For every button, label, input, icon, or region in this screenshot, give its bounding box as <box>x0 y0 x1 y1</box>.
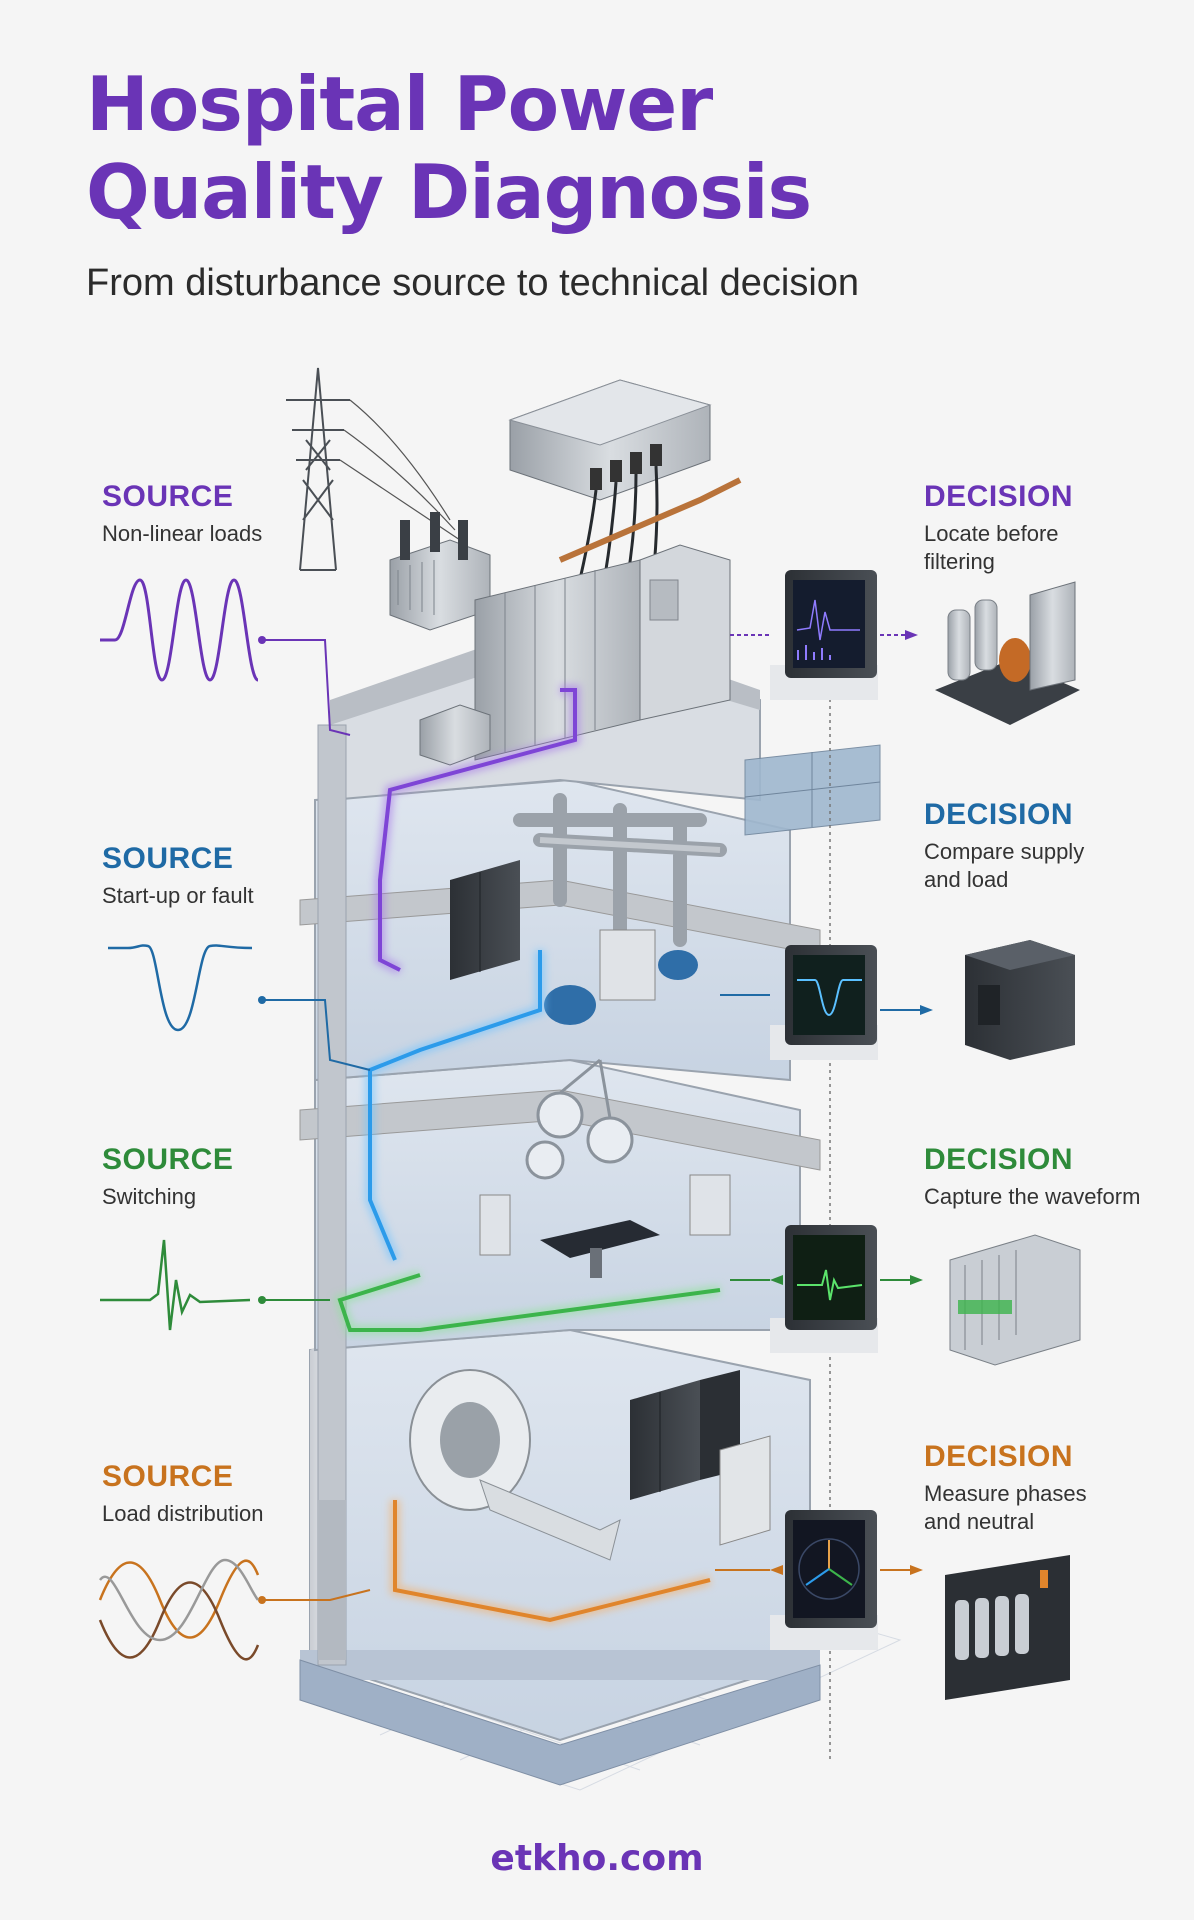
decision-label: DECISION <box>924 480 1074 513</box>
pump-room-equipment <box>450 793 727 1025</box>
decision-description: Capture the waveform <box>924 1184 1141 1209</box>
transformer-icon <box>389 512 491 631</box>
source-block-2: SOURCE Start-up or fault <box>102 842 254 910</box>
power-path-blue <box>365 950 545 1262</box>
source-block-1: SOURCE Non-linear loads <box>102 480 262 548</box>
power-path-green <box>333 1270 721 1335</box>
source-description: Non-linear loads <box>102 521 263 546</box>
decision-label: DECISION <box>924 798 1074 831</box>
page-title: Hospital Power Quality Diagnosis <box>86 60 812 236</box>
connector-source-4 <box>262 1589 371 1601</box>
surge-protector-icon <box>949 1234 1081 1366</box>
waveform-harmonic <box>100 578 260 682</box>
power-path-purple <box>375 685 580 975</box>
title-line-1: Hospital Power <box>86 60 713 148</box>
waveform-three-phase <box>98 1558 260 1661</box>
transmission-tower-icon <box>286 367 461 571</box>
source-label: SOURCE <box>102 842 234 875</box>
mri-scanner-icon <box>409 1369 771 1561</box>
ups-cabinet-icon <box>965 940 1075 1060</box>
source-label: SOURCE <box>102 1143 234 1176</box>
analyzer-monitor-icon <box>770 570 878 700</box>
connector-source-2 <box>262 999 371 1071</box>
harmonic-filter-icon <box>935 581 1080 725</box>
decision-block-3: DECISION Capture the waveform <box>924 1143 1140 1211</box>
source-block-3: SOURCE Switching <box>102 1143 233 1211</box>
waveform-transient <box>100 1239 251 1331</box>
analyzer-monitor-icon <box>770 945 878 1060</box>
surgical-lamp-icon <box>525 1058 634 1180</box>
title-line-2: Quality Diagnosis <box>86 148 812 236</box>
operating-table <box>479 1174 731 1278</box>
source-description: Switching <box>102 1184 197 1209</box>
source-description: Load distribution <box>102 1501 264 1526</box>
source-block-4: SOURCE Load distribution <box>102 1460 263 1528</box>
connector-source-1 <box>262 639 351 736</box>
power-path-orange <box>390 1500 712 1626</box>
decision-label: DECISION <box>924 1440 1074 1473</box>
balancing-panel-icon <box>945 1555 1070 1700</box>
source-label: SOURCE <box>102 1460 234 1493</box>
decision-label: DECISION <box>924 1143 1074 1176</box>
page-subtitle: From disturbance source to technical dec… <box>86 262 860 304</box>
source-description: Start-up or fault <box>102 883 254 908</box>
waveform-sag <box>108 944 253 1032</box>
analyzer-monitor-icon <box>770 1225 878 1353</box>
analyzer-monitor-icon <box>770 1510 878 1650</box>
switchgear-icon <box>419 379 742 766</box>
source-label: SOURCE <box>102 480 234 513</box>
footer-website[interactable]: etkho.com <box>490 1838 704 1879</box>
